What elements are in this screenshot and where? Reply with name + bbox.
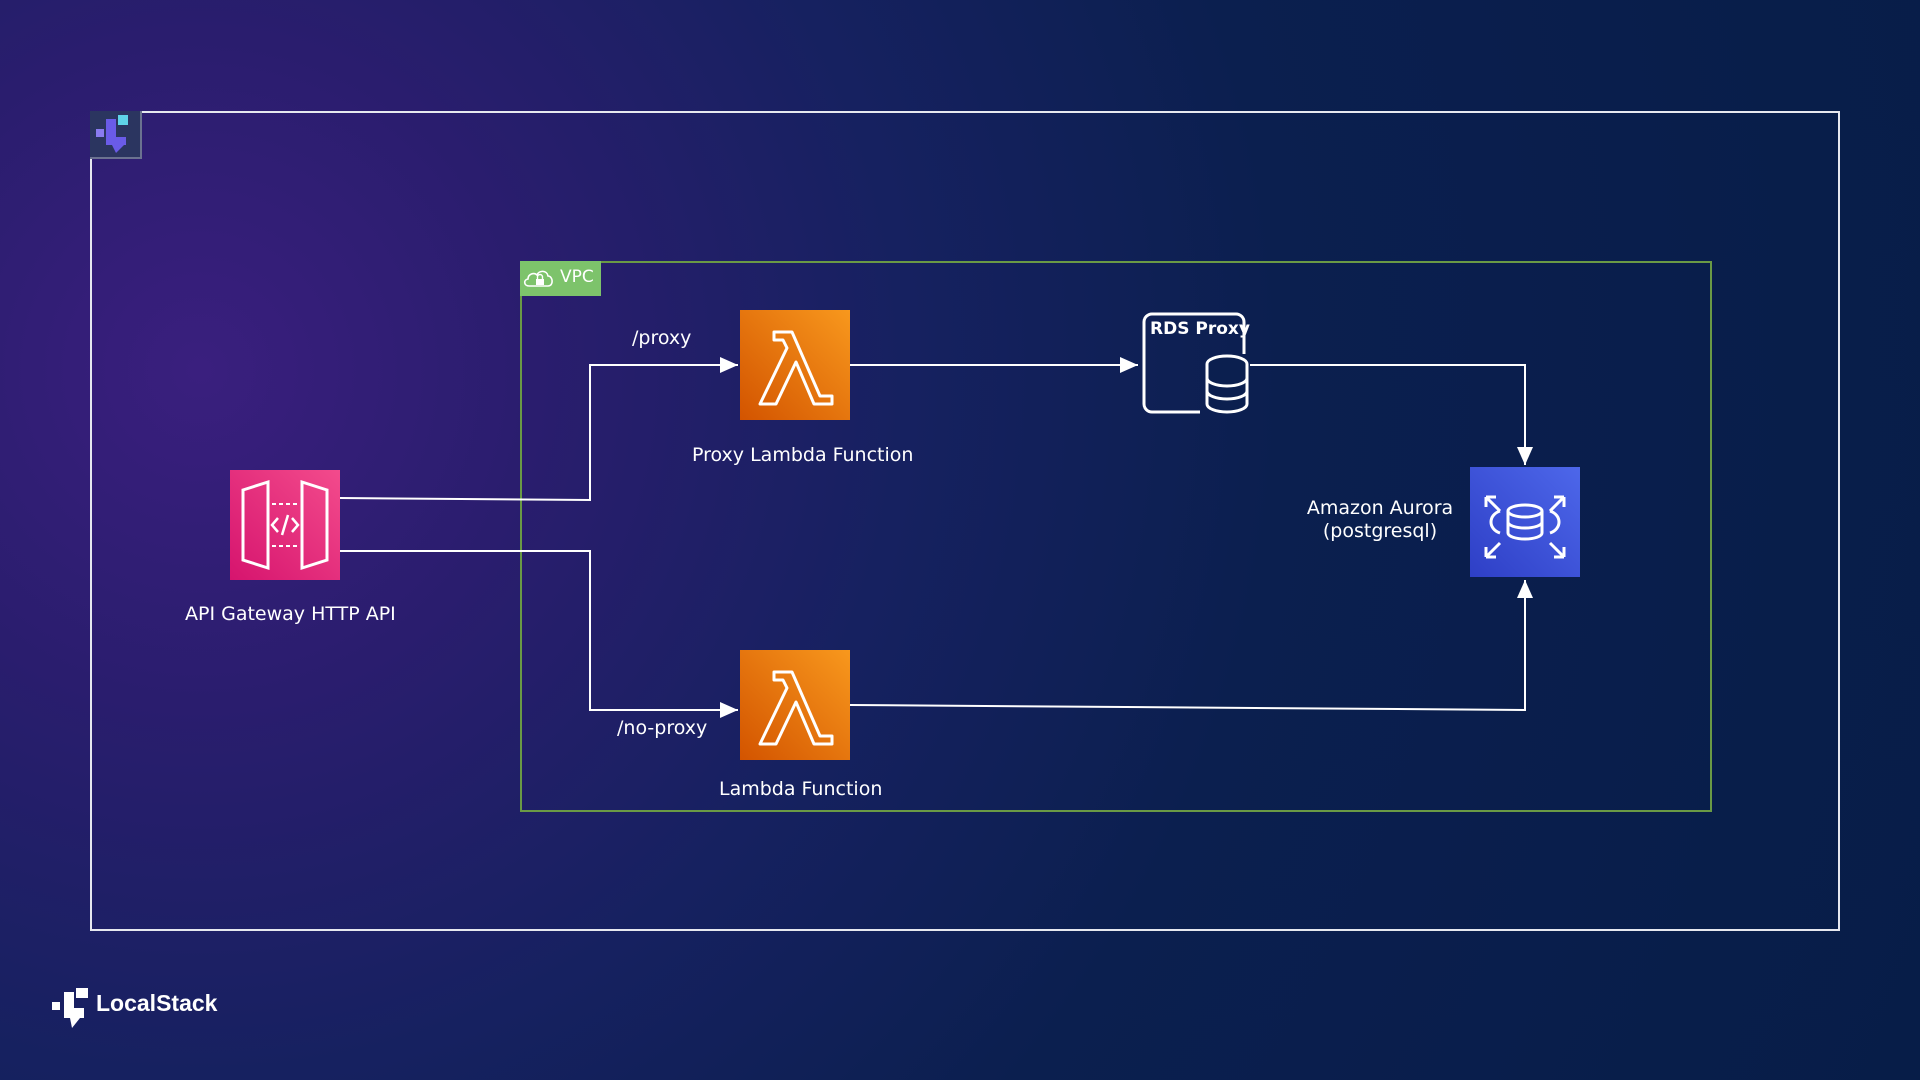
localstack-corner-logo (90, 111, 142, 159)
localstack-brand: LocalStack (96, 990, 218, 1016)
edge-rds-proxy-to-aurora (1250, 364, 1533, 465)
aurora-icon (1484, 495, 1566, 559)
api-gateway-icon (241, 479, 329, 571)
aurora-node (1470, 467, 1580, 577)
localstack-logo-icon (52, 988, 88, 1028)
rds-proxy-node: RDS Proxy (1140, 312, 1250, 418)
vpc-tag (520, 261, 601, 296)
vpc-label: VPC (560, 267, 594, 287)
cloud-lock-icon (523, 270, 553, 287)
proxy-lambda-label: Proxy Lambda Function (692, 444, 914, 466)
lambda-label: Lambda Function (719, 778, 883, 800)
lambda-icon (758, 330, 834, 406)
edge-lambda-to-aurora (849, 580, 1533, 712)
outer-boundary (90, 111, 1840, 931)
vpc-boundary (520, 261, 1712, 812)
lambda-node (740, 650, 850, 760)
lambda-icon (758, 670, 834, 746)
edge-apigw-to-proxy-lambda (339, 357, 738, 502)
api-gateway-label: API Gateway HTTP API (185, 603, 396, 625)
edge-label-no-proxy: /no-proxy (617, 717, 708, 739)
rds-proxy-label: RDS Proxy (1150, 319, 1250, 339)
aurora-label-line2: (postgresql) (1322, 520, 1438, 542)
edge-apigw-to-lambda (340, 550, 738, 718)
rds-proxy-icon (1142, 312, 1249, 414)
edge-label-proxy: /proxy (632, 327, 692, 349)
proxy-lambda-node (740, 310, 850, 420)
aurora-label-line1: Amazon Aurora (1306, 497, 1454, 519)
api-gateway-node (230, 470, 340, 580)
